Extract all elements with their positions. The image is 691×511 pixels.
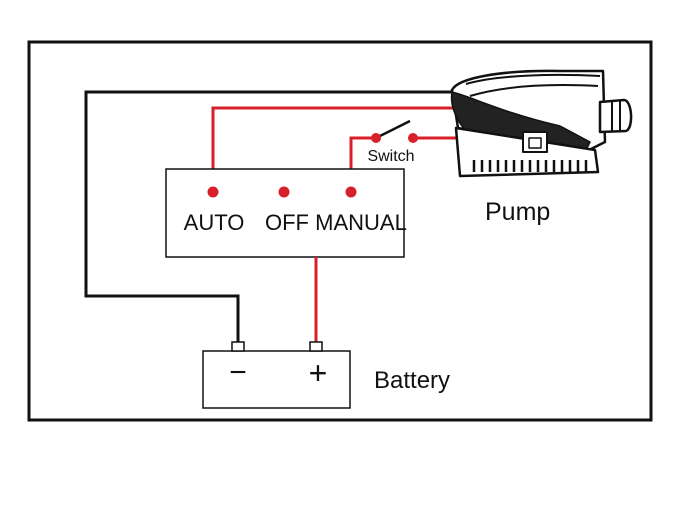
pump-icon [450,69,633,178]
manual-terminal [345,186,357,198]
auto-wire [211,106,455,192]
pump-dark-face [450,91,591,153]
pump-outlet [598,98,633,134]
battery-label: Battery [374,367,450,394]
switch-label: Switch [367,148,414,165]
battery-positive-symbol: + [309,355,328,391]
pump-ridge-2 [469,84,599,97]
ground-wire [84,90,455,342]
switch-contact-left [371,133,381,143]
battery-body [202,350,351,409]
off-label: OFF [265,210,309,235]
switch-lever [375,119,411,140]
battery-negative-symbol: − [229,356,247,389]
manual-label: MANUAL [315,210,407,235]
battery-negative-post [231,341,245,352]
pump-label: Pump [485,198,550,226]
pump-vent-slots [472,160,588,172]
battery-icon: − + [202,341,351,409]
battery-positive-post [309,341,323,352]
diagram-frame [27,40,653,422]
control-panel [165,168,405,258]
auto-terminal [207,186,219,198]
off-terminal [278,186,290,198]
auto-label: AUTO [184,210,245,235]
pump-ridge [465,73,601,85]
